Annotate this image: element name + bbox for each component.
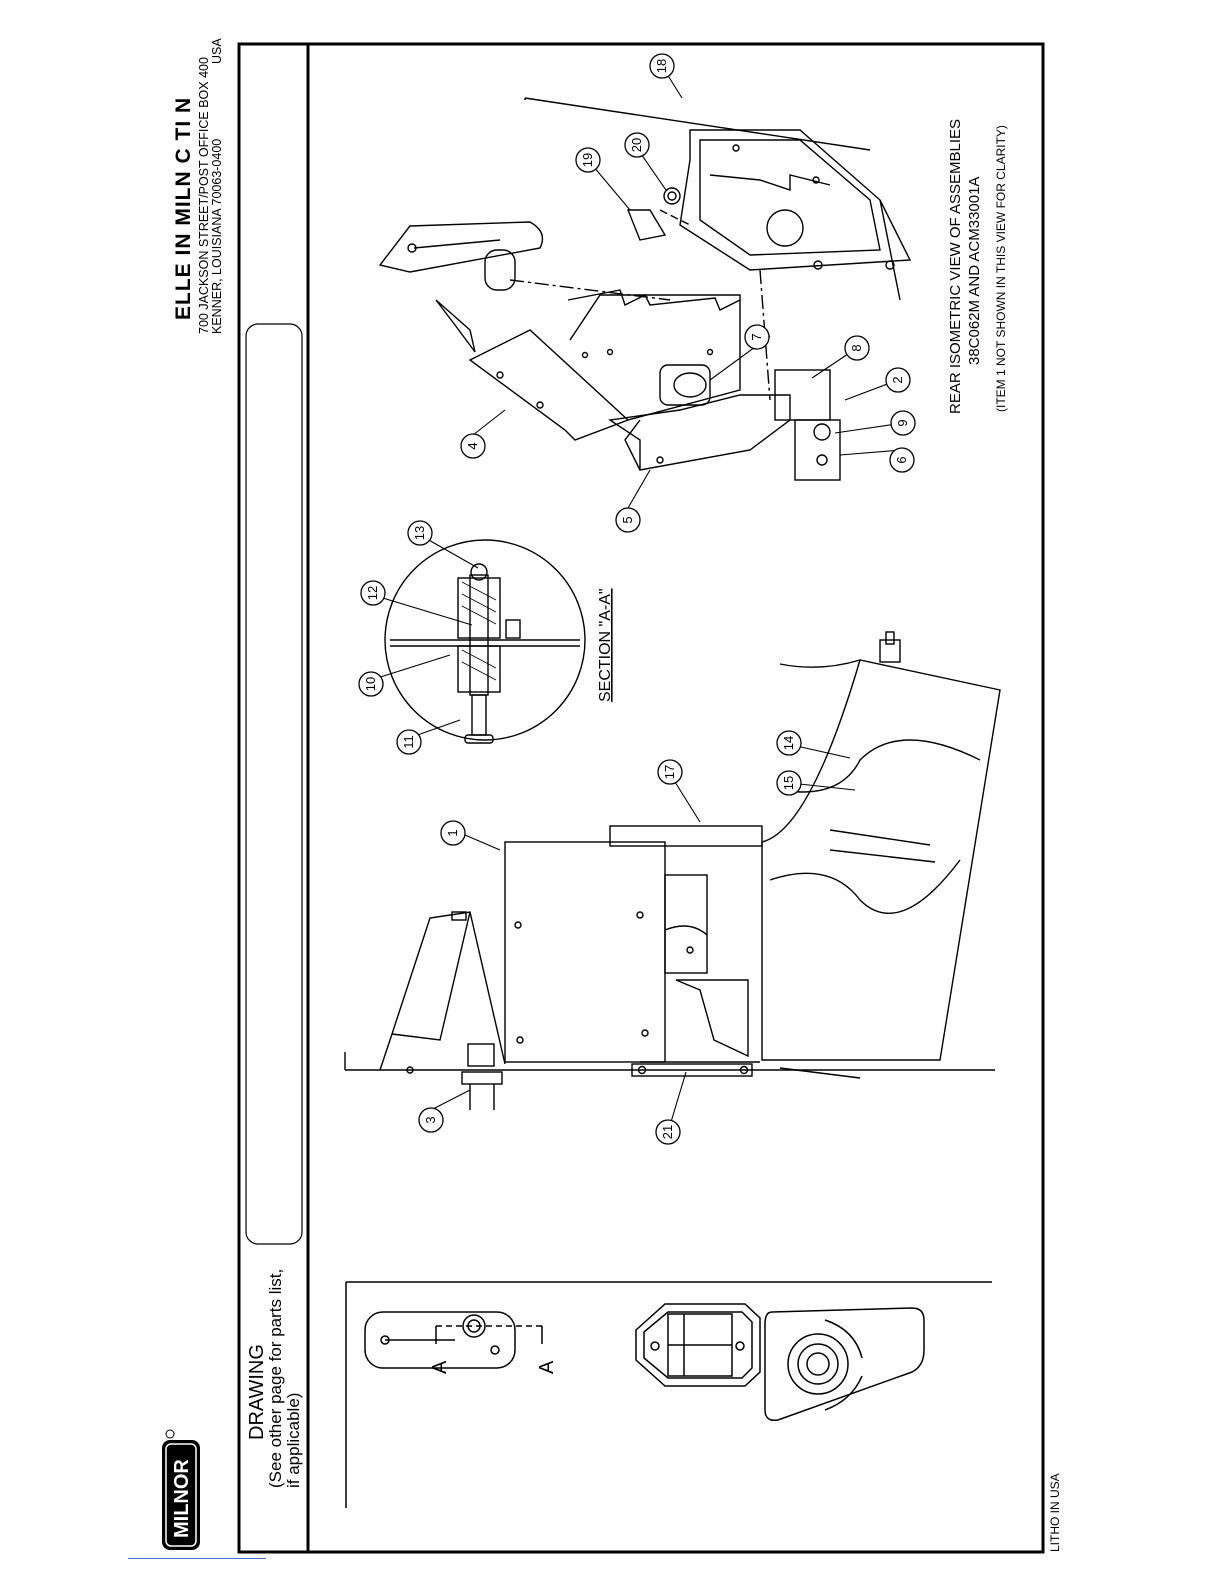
callout-10-label: 10 <box>363 677 378 691</box>
callout-2-label: 2 <box>890 376 905 383</box>
callout-4-label: 4 <box>465 442 480 449</box>
section-marker-a1: A <box>429 1360 451 1374</box>
parts-list-note-2: if applicable) <box>284 1392 303 1488</box>
callout-6 <box>889 447 915 473</box>
callout-8 <box>844 335 870 361</box>
callout-12-label: 12 <box>365 586 380 600</box>
litho-mark: LITHO IN USA <box>1048 1473 1062 1552</box>
callout-20-label: 20 <box>629 138 644 152</box>
callout-bubbles <box>358 53 916 1145</box>
callout-8-label: 8 <box>849 344 864 351</box>
section-a-a-label: SECTION "A-A" <box>597 588 614 702</box>
callout-9 <box>890 410 916 436</box>
callout-11 <box>396 729 422 755</box>
callout-18 <box>649 53 675 79</box>
isometric-title-2: 38C062M AND ACM33001A <box>966 176 983 365</box>
callout-3-label: 3 <box>423 1116 438 1123</box>
page-link-underline[interactable] <box>128 1558 266 1559</box>
company-name: ELLE IN MILN C TI N <box>172 96 195 320</box>
callout-5-label: 5 <box>620 516 635 523</box>
callout-21-label: 21 <box>660 1125 675 1139</box>
callout-17 <box>657 759 683 785</box>
outer-frame <box>237 42 1045 1554</box>
callout-6-label: 6 <box>894 456 909 463</box>
milnor-logo: MILNOR <box>162 1429 200 1550</box>
title-box <box>245 323 303 1245</box>
callout-7-label: 7 <box>749 333 764 340</box>
callout-19 <box>575 147 601 173</box>
callout-1-label: 1 <box>445 829 460 836</box>
callout-15 <box>776 770 802 796</box>
callout-11-label: 11 <box>401 735 416 749</box>
callout-14-label: 14 <box>781 736 796 750</box>
callout-1 <box>440 820 466 846</box>
callout-17-label: 17 <box>662 765 677 779</box>
callout-5 <box>615 507 641 533</box>
callout-13 <box>407 520 433 546</box>
address-line-2: KENNER, LOUISIANA 70063-0400 <box>210 138 224 334</box>
logo-text: MILNOR <box>171 1459 193 1538</box>
callout-19-label: 19 <box>580 153 595 167</box>
callout-7 <box>744 324 770 350</box>
callout-15-label: 15 <box>781 776 796 790</box>
detail-views <box>345 1281 992 1508</box>
side-view-assembly <box>344 631 1001 1110</box>
address-country: USA <box>210 38 224 64</box>
callout-10 <box>358 671 384 697</box>
callout-4 <box>460 433 486 459</box>
callout-18-label: 18 <box>654 59 669 73</box>
callout-14 <box>776 730 802 756</box>
callout-3 <box>418 1107 444 1133</box>
isometric-title-1: REAR ISOMETRIC VIEW OF ASSEMBLIES <box>947 118 964 414</box>
isometric-assembly <box>378 97 912 481</box>
callout-20 <box>624 132 650 158</box>
callout-12 <box>360 580 386 606</box>
address-line-1: 700 JACKSON STREET/POST OFFICE BOX 400 <box>197 57 211 334</box>
callout-numbers: 1 2 3 4 5 6 7 8 9 10 11 12 13 14 15 17 1… <box>363 59 910 1139</box>
parts-list-note-1: (See other page for parts list, <box>266 1268 285 1488</box>
callout-13-label: 13 <box>412 526 427 540</box>
callout-leaders <box>370 65 904 1133</box>
section-a-a-detail <box>384 539 586 744</box>
callout-21 <box>655 1119 681 1145</box>
section-marker-a2: A <box>536 1360 558 1374</box>
isometric-note: (ITEM 1 NOT SHOWN IN THIS VIEW FOR CLARI… <box>994 125 1008 412</box>
callout-2 <box>885 367 911 393</box>
callout-9-label: 9 <box>895 419 910 426</box>
